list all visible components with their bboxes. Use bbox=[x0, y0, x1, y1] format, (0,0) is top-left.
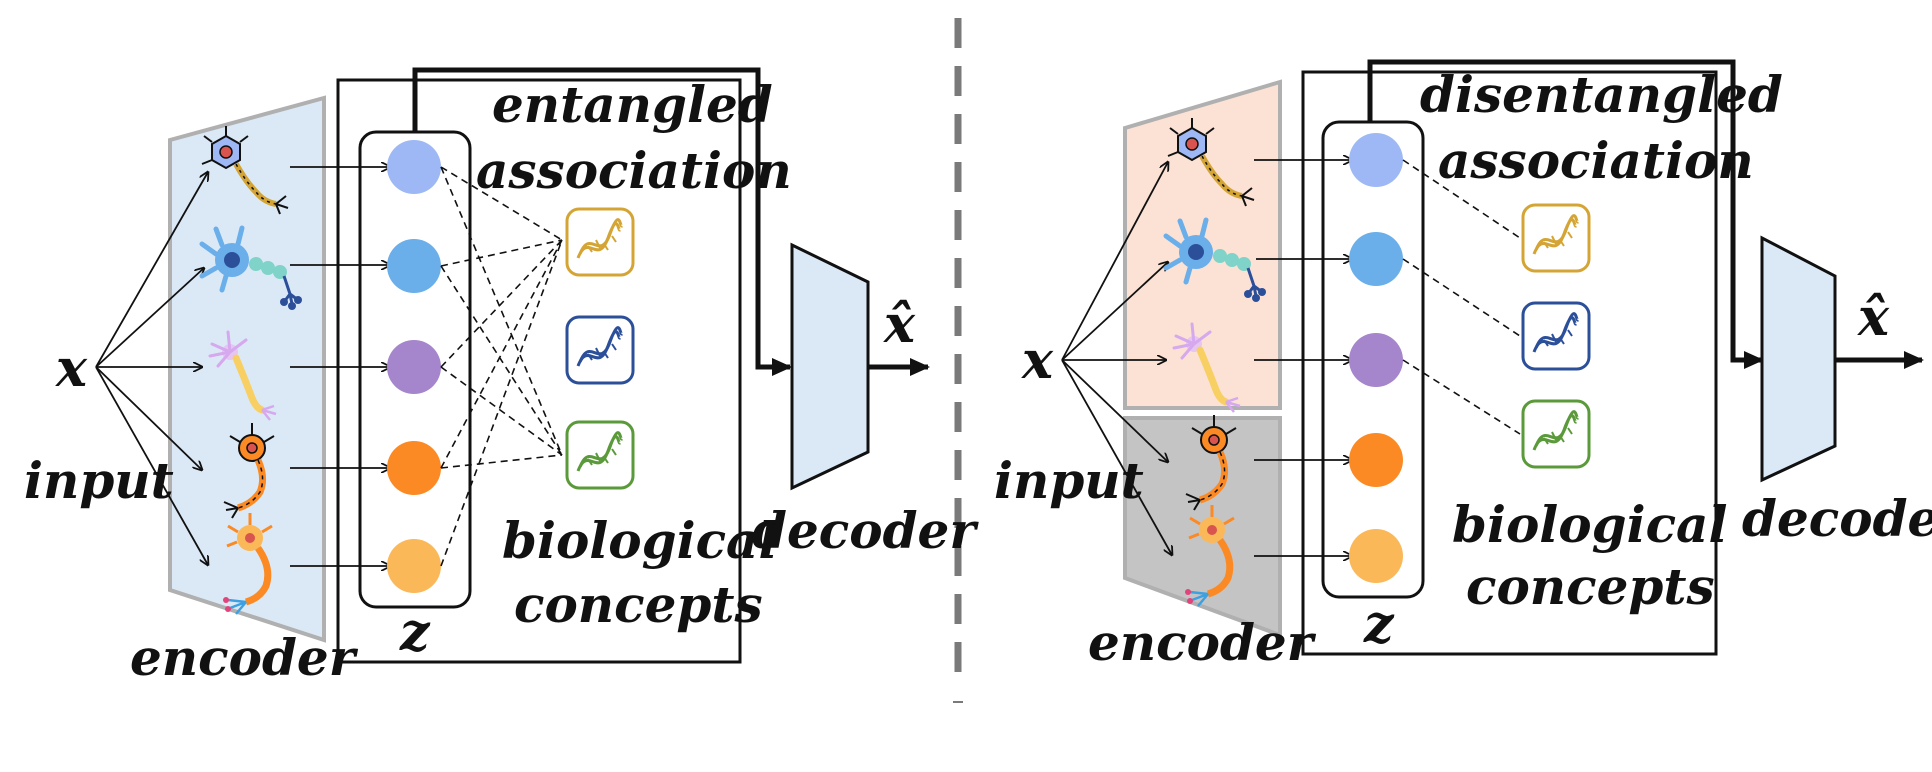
right-panel: x input encoder z disentangled associati… bbox=[994, 59, 1932, 672]
left-feedback-path bbox=[412, 67, 792, 376]
dna-icon bbox=[1521, 301, 1591, 371]
neuron-cell-icon bbox=[1185, 505, 1235, 607]
neuron-cell-icon bbox=[1185, 415, 1237, 511]
latent-node bbox=[387, 340, 441, 394]
left-association-line2: association bbox=[476, 141, 792, 200]
neuron-cell-icon bbox=[1163, 217, 1266, 302]
right-disentangled-links bbox=[1402, 159, 1521, 435]
neuron-cell-icon bbox=[201, 126, 289, 215]
right-input-label: input bbox=[994, 451, 1144, 510]
right-feedback-path bbox=[1367, 59, 1764, 369]
right-concepts-line2: concepts bbox=[1466, 557, 1715, 616]
latent-node bbox=[387, 239, 441, 293]
right-input-arrows bbox=[1061, 162, 1172, 555]
left-concept-icons bbox=[565, 207, 635, 490]
latent-node bbox=[387, 441, 441, 495]
latent-node bbox=[1349, 232, 1403, 286]
right-decoder-shape bbox=[1760, 235, 1837, 483]
right-output-var: x̂ bbox=[1857, 287, 1890, 348]
latent-node bbox=[387, 140, 441, 194]
dna-icon bbox=[565, 420, 635, 490]
right-association-box bbox=[1301, 70, 1718, 656]
left-entangled-links bbox=[440, 166, 563, 567]
left-output-var: x̂ bbox=[883, 294, 916, 355]
latent-node bbox=[1349, 333, 1403, 387]
left-input-label: input bbox=[24, 451, 174, 510]
neuron-cell-icon bbox=[223, 423, 275, 519]
left-decoder-shape bbox=[790, 242, 870, 491]
left-encoder-label: encoder bbox=[130, 628, 359, 687]
right-cell-icons bbox=[1163, 118, 1266, 607]
right-encoder-label: encoder bbox=[1088, 613, 1317, 672]
dna-icon bbox=[1521, 399, 1591, 469]
right-latent-nodes bbox=[1349, 133, 1403, 583]
right-latent-label: z bbox=[1363, 594, 1395, 655]
left-input-arrows bbox=[95, 172, 208, 565]
latent-node bbox=[1349, 529, 1403, 583]
left-concepts-line1: biological bbox=[502, 511, 777, 570]
left-cell-icons bbox=[199, 126, 302, 615]
neuron-cell-icon bbox=[1167, 118, 1255, 207]
left-association-line1: entangled bbox=[492, 75, 773, 134]
right-concept-icons bbox=[1521, 203, 1591, 469]
left-panel: x input encoder z entangled association … bbox=[24, 67, 979, 687]
neuron-cell-icon bbox=[1172, 322, 1241, 413]
latent-node bbox=[387, 539, 441, 593]
left-latent-label: z bbox=[399, 602, 431, 663]
left-association-box bbox=[336, 78, 742, 664]
right-decoder-label: decoder bbox=[1742, 489, 1932, 548]
dna-icon bbox=[565, 207, 635, 277]
dna-icon bbox=[1521, 203, 1591, 273]
neuron-cell-icon bbox=[208, 330, 277, 421]
neuron-cell-icon bbox=[223, 513, 273, 615]
right-association-line1: disentangled bbox=[1420, 65, 1783, 124]
left-latent-nodes bbox=[387, 140, 441, 593]
left-input-var: x bbox=[55, 338, 88, 399]
left-concepts-line2: concepts bbox=[514, 575, 763, 634]
right-association-line2: association bbox=[1438, 131, 1754, 190]
right-cell-to-latent-arrows bbox=[1254, 160, 1352, 556]
right-concepts-line1: biological bbox=[1452, 495, 1727, 554]
left-cell-to-latent-arrows bbox=[290, 167, 390, 566]
left-decoder-label: decoder bbox=[752, 501, 979, 560]
left-latent-box bbox=[358, 130, 472, 609]
dna-icon bbox=[565, 315, 635, 385]
latent-node bbox=[1349, 133, 1403, 187]
right-input-var: x bbox=[1021, 330, 1054, 391]
latent-node bbox=[1349, 433, 1403, 487]
neuron-cell-icon bbox=[199, 225, 302, 310]
